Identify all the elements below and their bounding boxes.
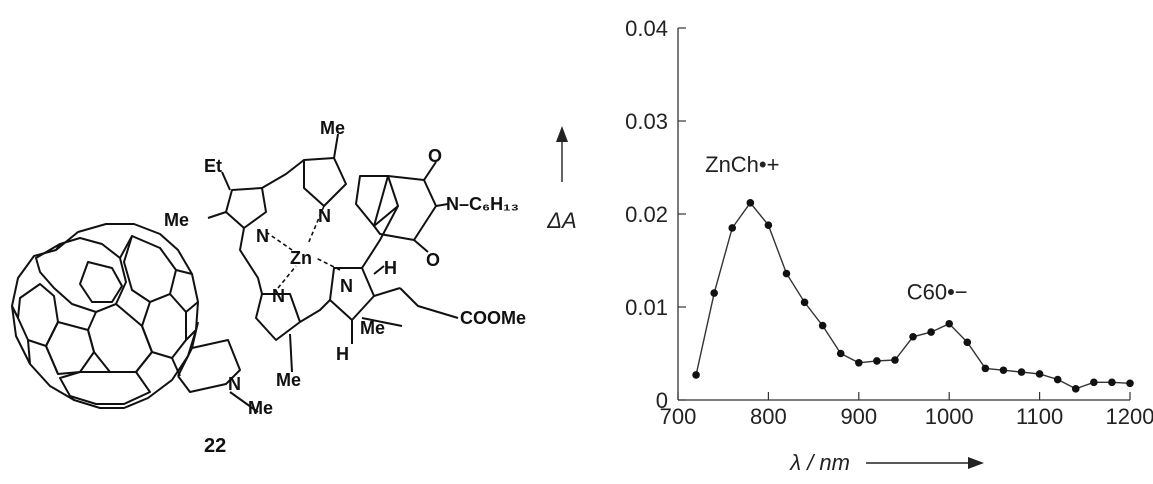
label-ethyl: Et (204, 156, 222, 176)
y-tick-label: 0.04 (625, 16, 668, 41)
label-methyl-left: Me (164, 210, 189, 230)
data-point (927, 328, 935, 336)
pyrrolidine-ring (177, 321, 259, 413)
y-tick-label: 0.03 (625, 109, 668, 134)
x-tick-label: 1000 (925, 404, 974, 429)
label-n-pyrrolidine: N (228, 374, 241, 394)
data-point (836, 349, 845, 358)
fullerene-c60 (11, 223, 199, 409)
y-tick-label: 0.02 (625, 202, 668, 227)
label-n-b: N (318, 206, 331, 226)
data-point (981, 364, 990, 373)
data-point (692, 371, 700, 379)
chart-axes (677, 28, 1130, 401)
data-point (1035, 370, 1044, 378)
data-point (800, 298, 809, 307)
label-oxygen-top: O (428, 146, 442, 166)
x-tick-label: 800 (750, 404, 787, 429)
data-point (710, 289, 718, 297)
y-tick-label: 0.01 (625, 295, 668, 320)
data-point (1053, 375, 1062, 384)
data-point (909, 332, 917, 341)
chlorin-macrocycle (207, 133, 459, 373)
label-n-hexyl: N–C₆H₁₃ (446, 194, 519, 214)
label-n-e: N (272, 286, 285, 306)
data-point (873, 357, 881, 365)
data-point (999, 366, 1008, 375)
label-oxygen-bottom: O (426, 250, 440, 270)
data-point (1090, 378, 1098, 387)
data-point (855, 359, 863, 367)
data-point (764, 221, 773, 229)
label-methyl-pyrrolidine: Me (248, 398, 273, 418)
x-axis-label: λ / nm (789, 450, 850, 475)
label-methyl-top: Me (320, 118, 345, 138)
chart-series (692, 199, 1134, 393)
compound-number: 22 (204, 435, 226, 457)
molecule-structure: Et Me Me N N N N Zn O O N–C₆H₁₃ H Me H C… (11, 118, 526, 457)
x-label-arrow-head (968, 457, 984, 469)
annotation-c60-radical-anion: C60•− (907, 280, 968, 305)
absorption-chart: 0 0.01 0.02 0.03 0.04 700 800 900 1000 1100 1200 Z… (546, 16, 1153, 475)
data-point (728, 224, 737, 232)
label-n-d: N (340, 276, 353, 296)
data-point (1071, 385, 1080, 393)
data-point (891, 356, 899, 364)
annotation-znch-radical-cation: ZnCh•+ (705, 152, 779, 177)
data-point (782, 269, 791, 278)
chart-axis-labels: ΔA λ / nm (546, 126, 984, 475)
y-tick-label: 0 (656, 388, 668, 413)
data-point (1108, 378, 1116, 387)
label-n-a: N (256, 226, 269, 246)
label-h-bottom: H (336, 344, 349, 364)
data-point (1017, 368, 1026, 376)
data-point (1126, 379, 1134, 388)
label-ester: COOMe (460, 308, 526, 328)
y-label-arrow-head (556, 126, 568, 142)
y-axis-label: ΔA (546, 208, 576, 233)
data-point (963, 338, 972, 347)
label-zinc: Zn (290, 248, 312, 268)
x-tick-label: 900 (840, 404, 877, 429)
x-tick-label: 1200 (1106, 404, 1153, 429)
chart-ticks: 0 0.01 0.02 0.03 0.04 700 800 900 1000 1100 1200 (625, 16, 1153, 429)
x-tick-label: 700 (660, 404, 697, 429)
data-point (746, 199, 755, 207)
data-point (818, 321, 827, 330)
label-methyl-bottom: Me (276, 370, 301, 390)
data-point (945, 319, 953, 328)
label-methyl-ring: Me (360, 318, 385, 338)
label-h-top: H (384, 258, 397, 278)
chart-annotations: ZnCh•+ C60•− (705, 152, 968, 304)
x-tick-label: 1100 (1016, 404, 1063, 429)
